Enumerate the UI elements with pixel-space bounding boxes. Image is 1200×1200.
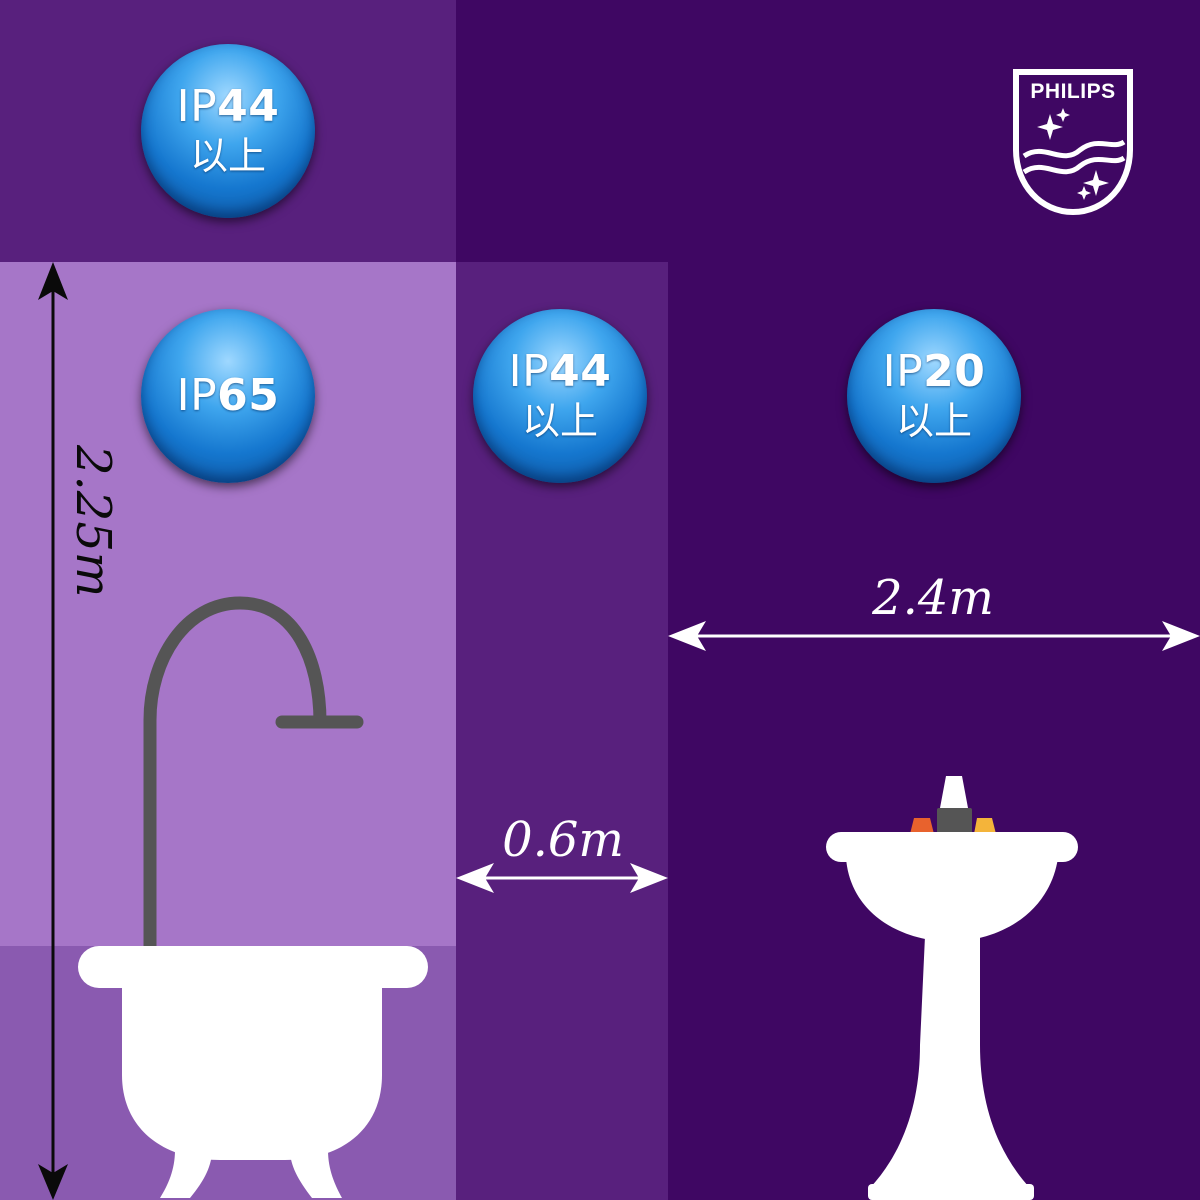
shower-pipe-icon [143,596,364,953]
bathtub-icon [78,946,428,1198]
height-dimension-arrow [38,262,68,1200]
zone2-width-label: 2.4m [872,570,994,626]
zone1-width-arrow [456,863,668,893]
height-label: 2.25m [65,445,121,598]
pedestal-sink-icon [826,776,1078,1200]
ip-code: IP44 [176,81,280,132]
ip-badge-top-left: IP44 以上 [141,44,315,218]
zone1-width-label: 0.6m [502,812,624,868]
ip-suffix: 以上 [895,399,972,443]
philips-wordmark: PHILIPS [1030,80,1116,103]
ip-code: IP20 [882,346,986,397]
ip-code: IP65 [176,370,280,421]
ip-badge-shower: IP65 [141,309,315,483]
ip-badge-middle: IP44 以上 [473,309,647,483]
ip-suffix: 以上 [521,399,598,443]
ip-badge-right: IP20 以上 [847,309,1021,483]
philips-shield-icon [1013,69,1133,216]
zone2-width-arrow [668,621,1200,651]
ip-suffix: 以上 [189,134,266,178]
ip-code: IP44 [508,346,612,397]
